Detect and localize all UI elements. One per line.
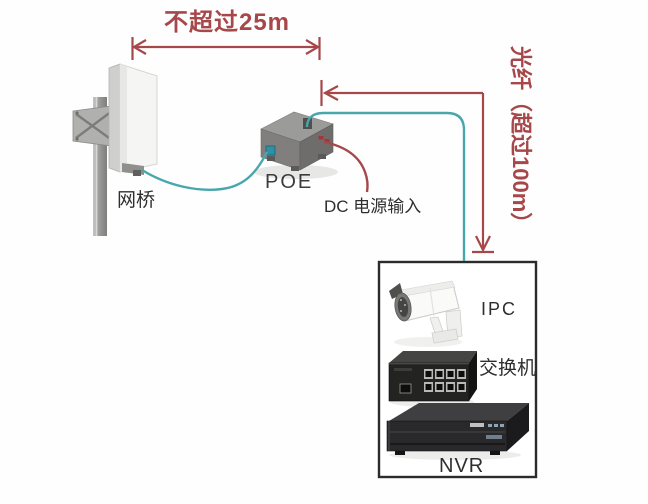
switch-rj45-ports: [424, 369, 466, 392]
ethernet-switch-icon: [388, 351, 477, 407]
distance-arrow-25m: [131, 37, 321, 60]
fiber-arrow-100m: [320, 80, 494, 254]
dc-power-cable: [323, 140, 369, 193]
distance-annotation: 不超过25m: [163, 9, 291, 36]
bridge-label: 网桥: [117, 190, 156, 211]
switch-label: 交换机: [479, 358, 537, 379]
wireless-bridge-icon: [72, 63, 158, 236]
mount-bracket: [72, 104, 120, 148]
ipc-label: IPC: [481, 299, 518, 319]
poe-injector-icon: [254, 111, 338, 179]
dc-input-label: DC 电源输入: [324, 197, 422, 216]
poe-lan-port: [265, 145, 276, 156]
poe-label: POE: [265, 171, 314, 193]
nvr-front-controls: [470, 423, 504, 439]
ip-camera-icon: [389, 280, 463, 347]
ethernet-cable-bridge-to-poe: [141, 151, 269, 191]
fiber-annotation: 光纤（超过100m）: [508, 46, 533, 235]
switch-uplink-port: [399, 383, 412, 394]
nvr-icon: [386, 403, 529, 460]
nvr-label: NVR: [439, 455, 485, 477]
cable-poe-to-equipment-box: [305, 111, 466, 261]
